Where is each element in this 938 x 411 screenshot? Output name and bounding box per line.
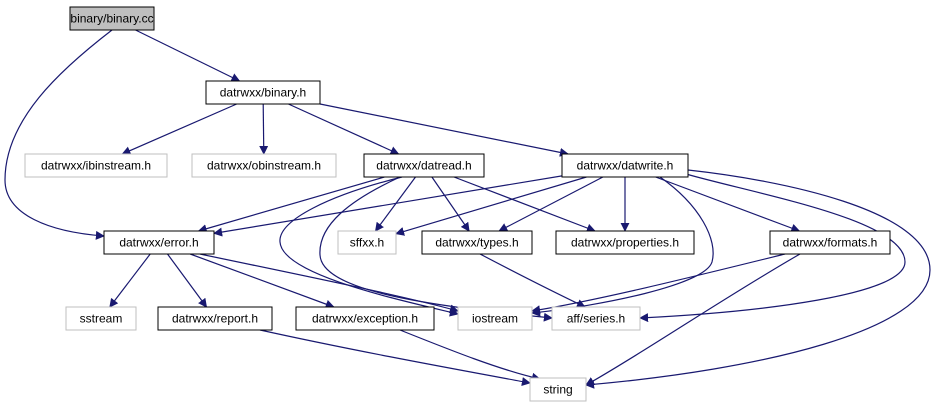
node-label: datrwxx/obinstream.h — [207, 159, 321, 173]
node-label: datrwxx/exception.h — [312, 312, 418, 326]
node-box — [421, 230, 533, 255]
node-datread[interactable]: datrwxx/datread.h — [363, 153, 485, 178]
edge-binary_h-to-datwrite — [319, 103, 569, 157]
edge-datwrite-to-series — [639, 173, 906, 323]
node-label: datrwxx/error.h — [119, 236, 198, 250]
node-box — [769, 230, 891, 255]
edge-datread-to-iostream — [279, 176, 459, 317]
edge-datwrite-to-formats — [655, 176, 801, 233]
edge-report-to-string — [259, 329, 531, 386]
edge-formats-to-iostream — [531, 253, 786, 315]
node-label: datrwxx/datread.h — [376, 159, 471, 173]
edge-datwrite-to-string — [585, 169, 931, 389]
node-series: aff/series.h — [551, 306, 641, 331]
edge-datread-to-error — [197, 176, 385, 234]
edge-error-to-iostream — [199, 253, 459, 314]
node-label: datrwxx/properties.h — [571, 236, 679, 250]
edge-datwrite-to-types — [498, 176, 604, 232]
node-box — [205, 80, 321, 105]
edge-datread-to-properties — [453, 176, 596, 233]
node-box — [295, 306, 435, 331]
node-string: string — [529, 377, 587, 402]
edge-datwrite-to-error — [213, 175, 563, 237]
edge-datread-to-types — [431, 176, 470, 232]
node-label: string — [543, 383, 572, 397]
node-box — [157, 306, 273, 331]
edge-binary_cc-to-error — [4, 29, 113, 240]
edge-error-to-report — [167, 253, 208, 308]
edge-datwrite-to-iostream — [531, 176, 714, 317]
node-box — [457, 306, 533, 331]
node-iostream: iostream — [457, 306, 533, 331]
node-box — [551, 306, 641, 331]
edge-binary_h-to-datread — [288, 103, 400, 155]
node-datwrite[interactable]: datrwxx/datwrite.h — [561, 153, 689, 178]
node-label: datrwxx/types.h — [435, 236, 518, 250]
node-label: datrwxx/ibinstream.h — [41, 159, 151, 173]
node-box — [24, 153, 168, 178]
node-properties[interactable]: datrwxx/properties.h — [555, 230, 695, 255]
node-sstream: sstream — [65, 306, 137, 331]
node-binary-cc[interactable]: binary/binary.cc — [69, 6, 155, 31]
node-label: iostream — [472, 312, 518, 326]
edge-error-to-sstream — [109, 253, 151, 308]
node-box — [65, 306, 137, 331]
node-box — [191, 153, 337, 178]
node-label: datrwxx/report.h — [172, 312, 258, 326]
node-box — [529, 377, 587, 402]
node-label: binary/binary.cc — [70, 12, 153, 26]
edge-binary_cc-to-binary_h — [135, 29, 241, 82]
node-box — [69, 6, 155, 31]
node-box — [337, 230, 397, 255]
node-exception[interactable]: datrwxx/exception.h — [295, 306, 435, 331]
node-obinstream: datrwxx/obinstream.h — [191, 153, 337, 178]
node-sffxx: sffxx.h — [337, 230, 397, 255]
edge-formats-to-string — [585, 253, 801, 386]
node-types[interactable]: datrwxx/types.h — [421, 230, 533, 255]
node-box — [363, 153, 485, 178]
node-label: sffxx.h — [350, 236, 384, 250]
node-label: datrwxx/binary.h — [220, 86, 306, 100]
node-box — [103, 230, 215, 255]
node-label: sstream — [80, 312, 123, 326]
edge-datwrite-to-sffxx — [395, 176, 587, 236]
node-box — [561, 153, 689, 178]
node-label: datrwxx/datwrite.h — [577, 159, 674, 173]
node-formats[interactable]: datrwxx/formats.h — [769, 230, 891, 255]
node-label: aff/series.h — [567, 312, 625, 326]
edge-binary_h-to-obinstream — [259, 103, 269, 155]
edge-exception-to-string — [399, 329, 541, 382]
node-error[interactable]: datrwxx/error.h — [103, 230, 215, 255]
node-binary-h[interactable]: datrwxx/binary.h — [205, 80, 321, 105]
node-report[interactable]: datrwxx/report.h — [157, 306, 273, 331]
edge-error-to-exception — [189, 253, 335, 309]
node-ibinstream: datrwxx/ibinstream.h — [24, 153, 168, 178]
node-box — [555, 230, 695, 255]
node-label: datrwxx/formats.h — [783, 236, 878, 250]
edge-binary_h-to-ibinstream — [121, 103, 237, 155]
edge-types-to-series — [479, 253, 586, 308]
